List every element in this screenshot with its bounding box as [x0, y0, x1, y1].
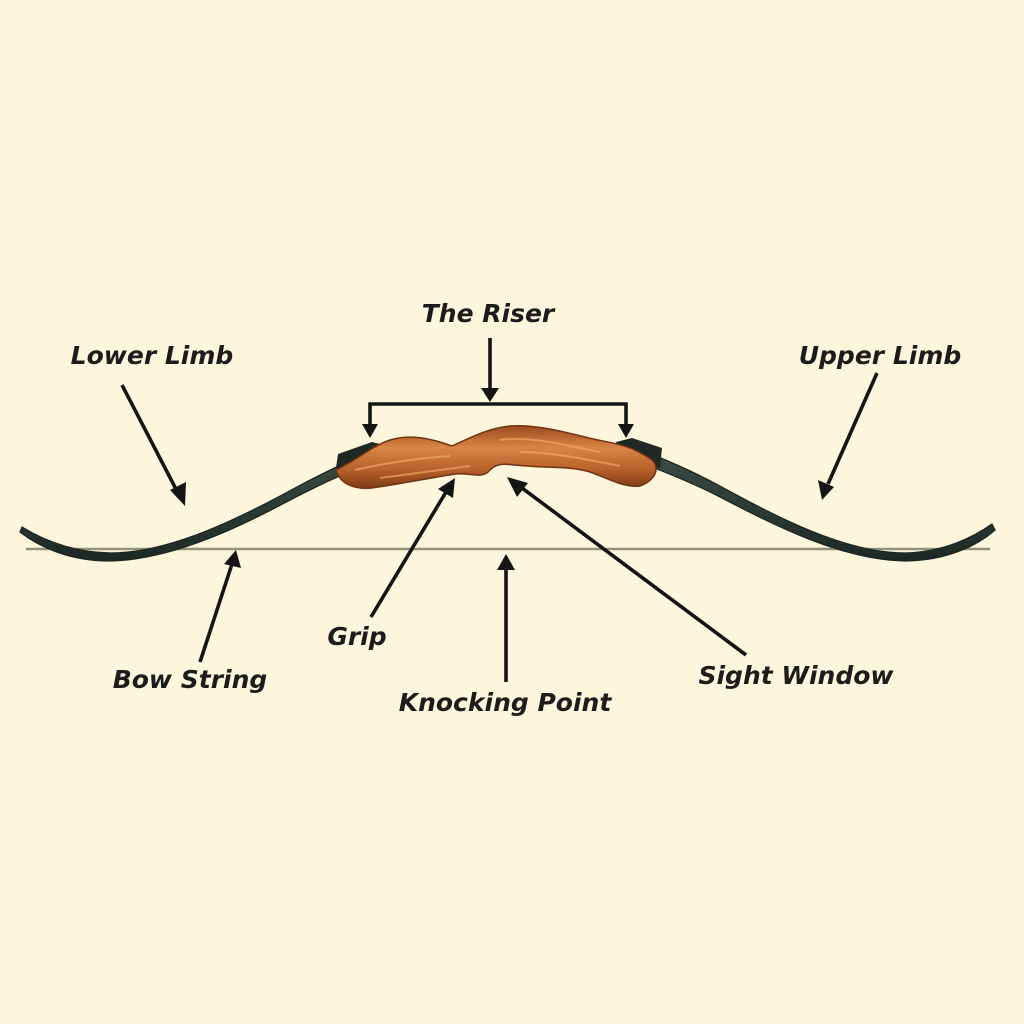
upper-limb	[635, 449, 996, 562]
knocking-point-arrow	[497, 554, 515, 682]
label-grip: Grip	[327, 622, 386, 651]
label-the-riser: The Riser	[422, 299, 556, 328]
label-lower-limb: Lower Limb	[71, 341, 234, 370]
grip-arrow	[369, 478, 455, 618]
riser-grain	[354, 437, 621, 479]
bow-string-arrow	[198, 550, 241, 663]
label-bow-string: Bow String	[113, 665, 268, 694]
upper-limb-arrow	[818, 372, 879, 500]
sight-window-arrow	[507, 477, 748, 657]
label-knocking-point: Knocking Point	[399, 688, 613, 717]
riser	[335, 424, 657, 490]
lower-limb	[19, 451, 375, 562]
label-sight-window: Sight Window	[698, 661, 894, 690]
lower-limb-arrow	[120, 384, 186, 506]
label-upper-limb: Upper Limb	[799, 341, 962, 370]
riser-bracket-arrow	[362, 338, 634, 438]
